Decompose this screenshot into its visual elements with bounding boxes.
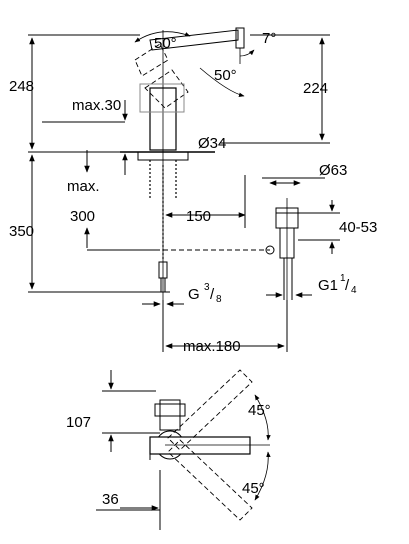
angle-label-top-left: 50° [154,35,177,52]
hose-connector [158,261,168,279]
dim-40-53-label: 40-53 [339,219,377,236]
thread-g114-base: G1 [318,277,338,294]
dim-max30-label: max.30 [72,97,121,114]
faucet-spout [149,29,239,51]
thread-g114-denominator: 4 [351,285,357,296]
plan-spout [149,436,251,455]
plan-spout-swing-down [167,439,253,521]
thread-g38-numerator: 3 [204,282,210,293]
dim-248-label: 248 [9,78,34,95]
dim-150-label: 150 [186,208,211,225]
plan-angle-bottom-label: 45° [242,480,265,497]
angle-arc-handle [199,67,245,97]
angle-label-handle: 50° [214,67,237,84]
thread-g114-numerator: 1 [340,273,346,284]
faucet-plan-view: 107 36 45° 45° [66,369,271,530]
dim-350-label: 350 [9,223,34,240]
diameter-63-label: Ø63 [319,162,347,179]
dim-224-label: 224 [303,80,328,97]
diameter-34-label: Ø34 [198,135,226,152]
lever-handle-rotated [144,69,189,109]
lever-handle-ghost [139,83,185,113]
faucet-side-view: 248 350 max.30 max. 300 50° 7° 50° [9,27,377,355]
angle-label-spout: 7° [262,30,276,47]
dim-180-label: max.180 [183,338,241,355]
lever-handle-alt [134,43,169,77]
plan-lever-head [154,403,186,417]
plan-spout-swing-up [167,369,253,451]
thread-g38-base: G [188,286,200,303]
dim-107-label: 107 [66,414,91,431]
thread-g38-denominator: 8 [216,294,222,305]
dim-36-label: 36 [102,491,119,508]
angle-arc-spout [239,49,255,57]
plan-arc-bottom [254,451,271,501]
angle-arc-top [134,31,191,43]
plan-lever-stem [159,399,181,431]
plan-arc-top [254,394,271,441]
mounting-plate [137,151,189,161]
plan-angle-top-label: 45° [248,402,271,419]
dim-max-label: max. [67,178,100,195]
thread-g114-slash: / [345,277,350,294]
dim-300-label: 300 [70,208,95,225]
popup-rod-joint [265,245,275,255]
spout-aerator [235,27,245,49]
thread-g38-slash: / [210,286,215,303]
